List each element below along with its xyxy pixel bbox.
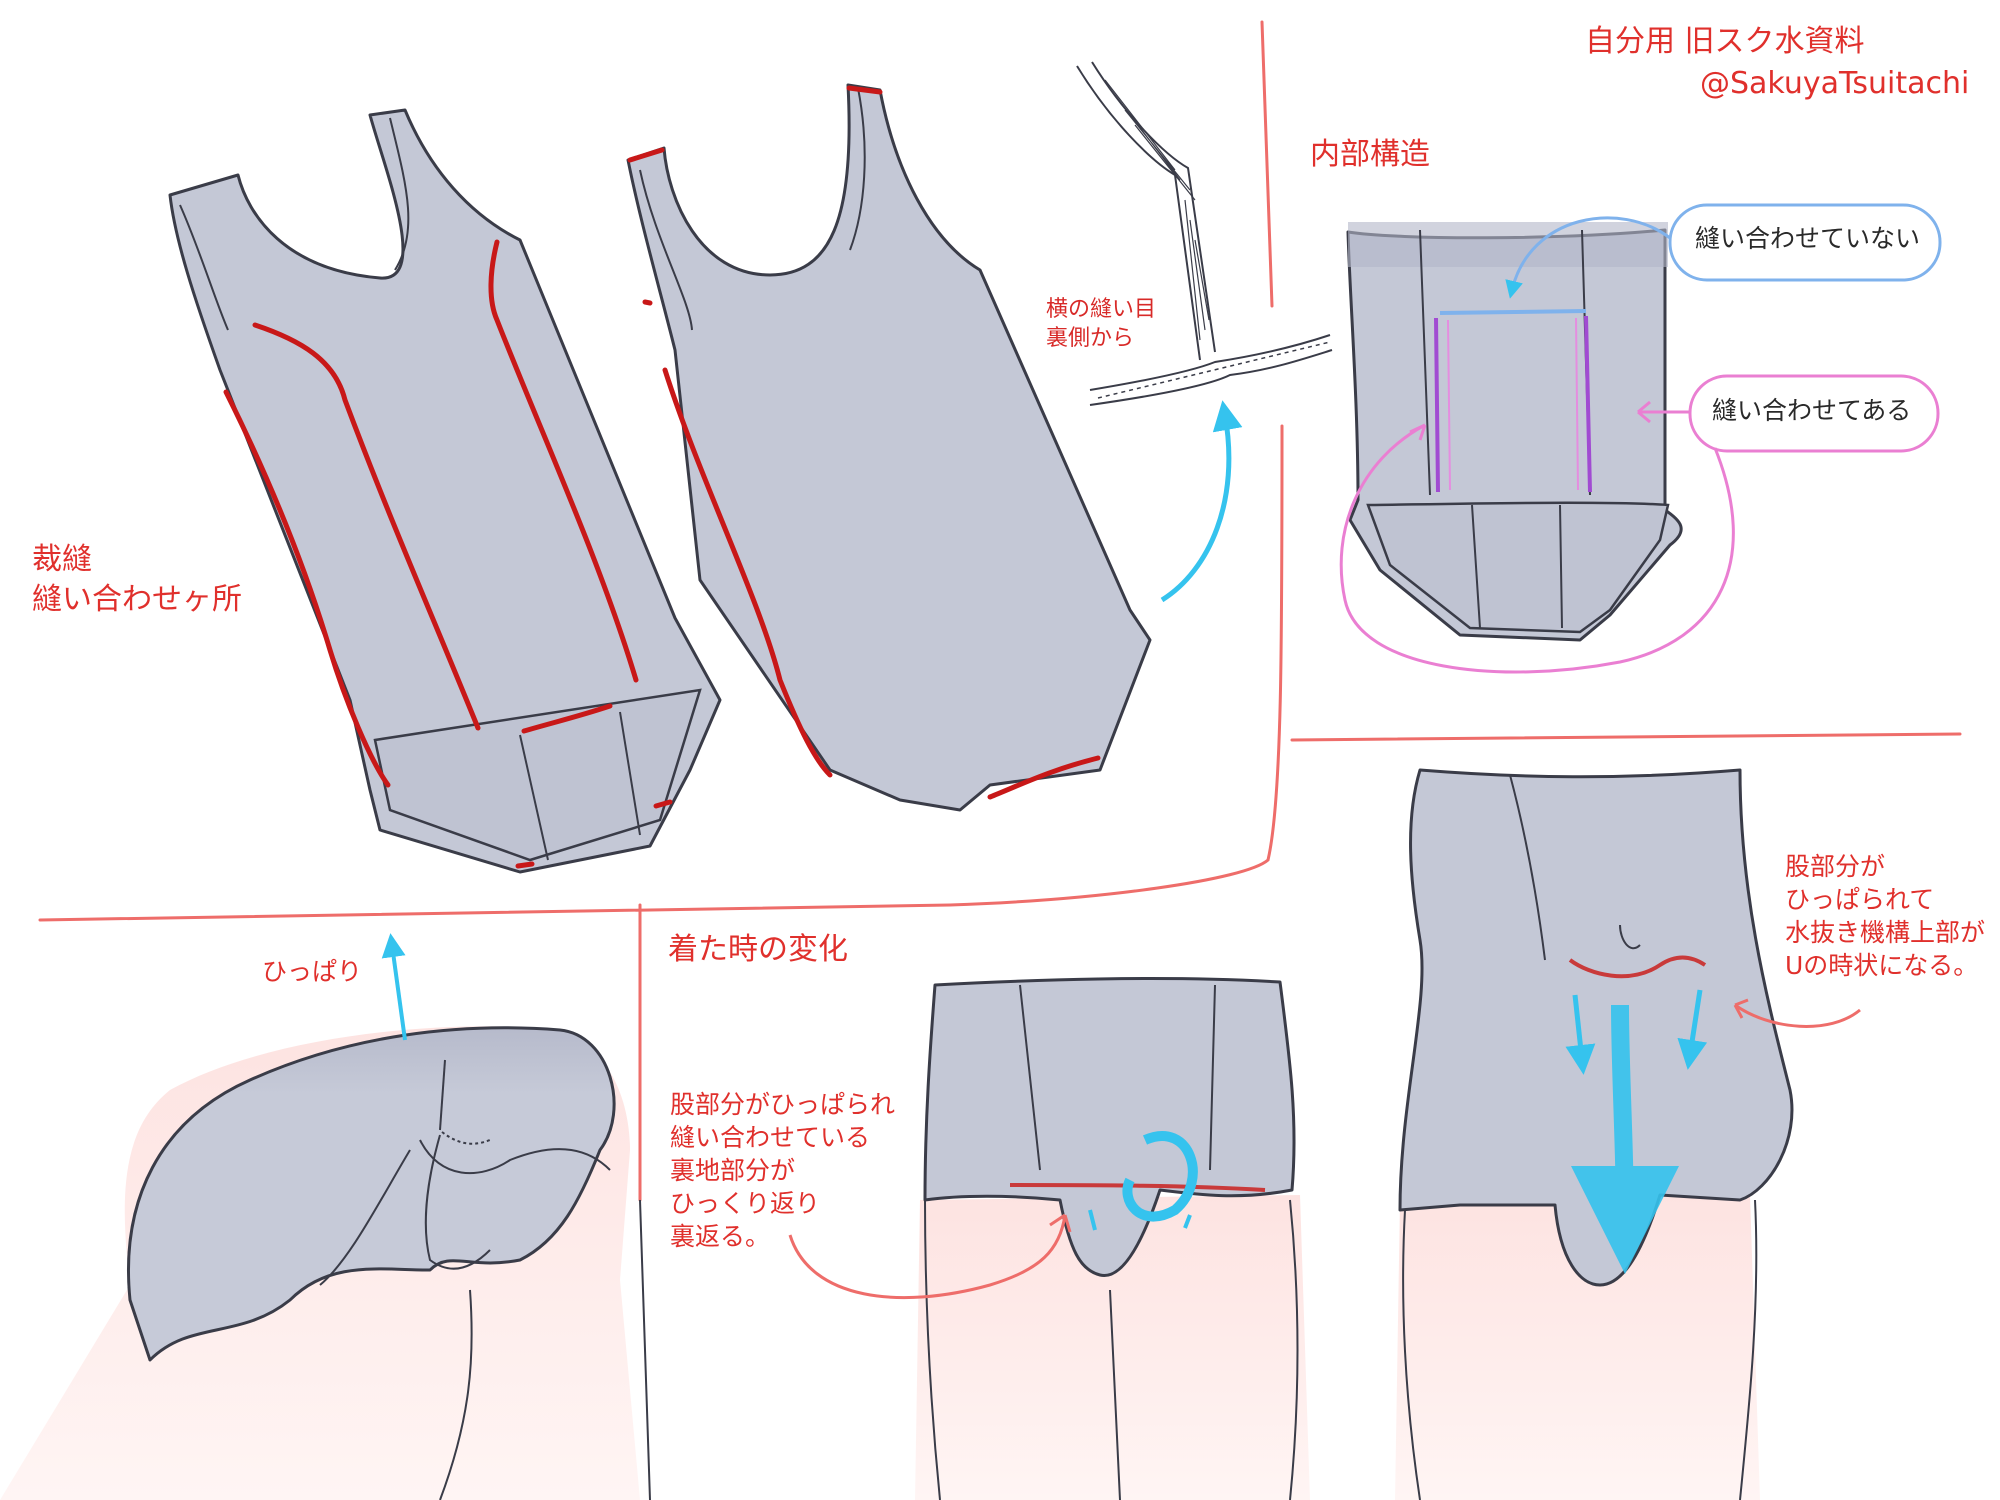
seam-cross-section <box>1076 61 1333 406</box>
worn-body-view <box>1395 768 1794 1500</box>
worn-front-view <box>915 977 1310 1500</box>
divider-top-right-upper <box>1260 20 1274 308</box>
sewn-label: 縫い合わせてある <box>1712 396 1912 425</box>
divider-middle-left <box>38 424 1284 922</box>
cyan-curve-arrow <box>1160 400 1243 603</box>
swimsuit-front-seams <box>168 108 722 874</box>
not-sewn-callout <box>1505 203 1942 299</box>
sewn-callout <box>1339 374 1940 674</box>
swimsuit-back-seams <box>626 83 1152 812</box>
crotch-u-note: 股部分が ひっぱられて 水抜き機構上部が Uの時状になる。 <box>1785 852 1986 980</box>
author-credit: @SakuyaTsuitachi <box>1700 66 1970 101</box>
worn-change-label: 着た時の変化 <box>668 932 848 967</box>
u-shape-callout-line <box>1734 1003 1861 1028</box>
flip-callout-line <box>788 1214 1067 1300</box>
internal-structure-figure <box>1346 222 1683 642</box>
side-seam-label: 横の縫い目 裏側から <box>1046 297 1157 352</box>
section-dividers <box>38 20 1962 1202</box>
not-sewn-label: 縫い合わせていない <box>1695 224 1921 253</box>
crotch-flip-note: 股部分がひっぱられ 縫い合わせている 裏地部分が ひっくり返り 裏返る。 <box>670 1090 896 1251</box>
divider-middle-right <box>1290 732 1962 742</box>
pull-arrow <box>381 933 407 1041</box>
pull-label: ひっぱり <box>262 957 363 986</box>
worn-side-view <box>0 1026 651 1500</box>
seams-label: 裁縫 縫い合わせヶ所 <box>32 542 242 617</box>
sheet-title: 自分用 旧スク水資料 <box>1585 24 1865 59</box>
internal-structure-label: 内部構造 <box>1310 137 1430 172</box>
